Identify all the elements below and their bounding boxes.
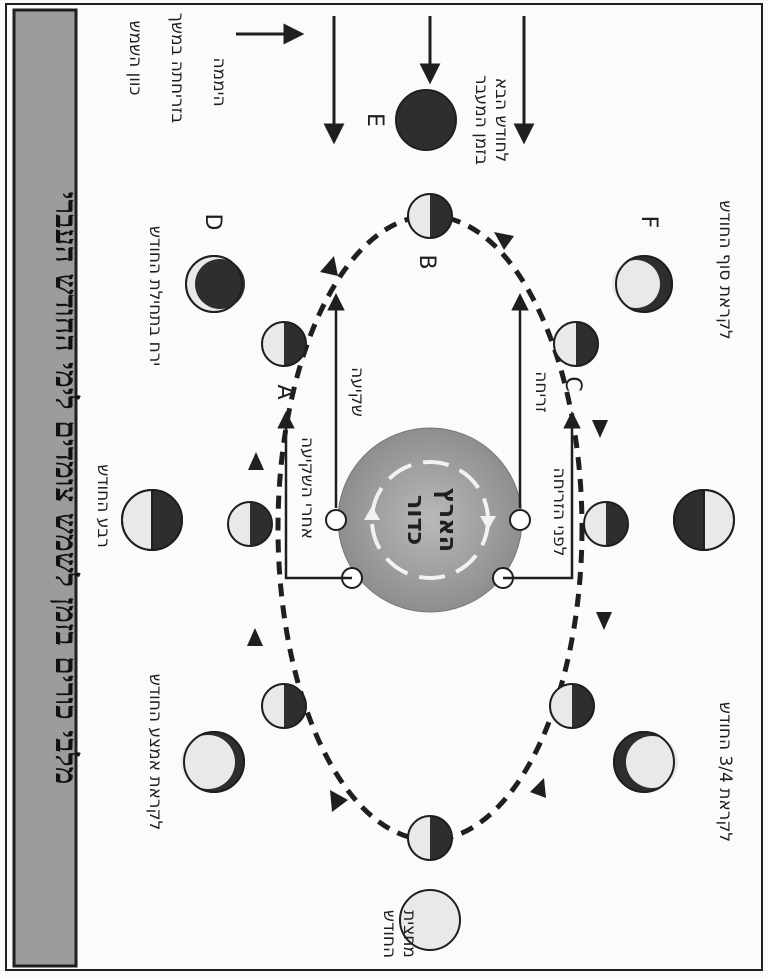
orbit-moon-a: [262, 322, 306, 366]
letter-b: B: [414, 254, 439, 269]
moon-view-e: [396, 90, 456, 150]
label-toward-mid: לקראת אמצע החודש: [145, 674, 165, 830]
earth-label-2: הארץ: [434, 488, 462, 552]
letter-c: C: [560, 376, 585, 391]
label-sunset: שקיעה: [347, 367, 367, 417]
orbit-moon-right-low: [550, 684, 594, 728]
label-sun-direction-2: בזריחתה במשך: [167, 13, 187, 124]
label-month-end: לקראת סוף החודש: [715, 200, 735, 339]
orbit-moon-left-mid: [228, 502, 272, 546]
label-before-sunrise: לפני הזריחה: [549, 468, 569, 557]
letter-a: A: [272, 384, 297, 399]
label-mid-2: החודש: [379, 910, 399, 958]
orbit-arrow-left-2: [247, 628, 263, 646]
label-next-2: לחודש הבא: [491, 78, 511, 162]
orbit-arrow-right-2: [592, 420, 608, 438]
diagram-title: מלבי כורים בזמן לשמש צומדים לימי החודש ה…: [48, 192, 83, 785]
label-mid-1: מחצית: [399, 910, 419, 958]
letter-d: D: [200, 214, 225, 231]
earth-label-1: כדור: [402, 495, 430, 545]
label-month-start: ירח בתחילת החודש: [145, 226, 165, 366]
observer-dot-1: [326, 510, 346, 530]
letter-e: E: [362, 113, 387, 127]
label-sun-direction-3: היממה: [209, 57, 229, 106]
label-sun-direction-1: כוון השמש: [125, 20, 145, 95]
orbit-moon-right-mid: [584, 502, 628, 546]
moon-view-toward-mid: [181, 732, 244, 792]
orbit-arrow-bottom-left: [330, 790, 348, 812]
moon-view-d: [186, 256, 245, 312]
orbit-arrow-top-right: [494, 232, 514, 250]
orbit-arrow-bottom-right: [530, 778, 546, 798]
moon-view-three-quarter-right: [674, 490, 734, 550]
moon-view-f: [612, 256, 672, 312]
earth: כדור הארץ: [326, 428, 530, 612]
letter-f: F: [636, 216, 661, 229]
moon-view-quarter: [122, 490, 182, 550]
label-after-sunset: אחרי השקיעה: [297, 437, 317, 539]
label-quarter: רבע החודש: [93, 464, 113, 548]
orbit-moon-c: [554, 322, 598, 366]
orbit-arrow-right-1: [596, 612, 612, 630]
orbit-moon-left-low: [262, 684, 306, 728]
label-three-quarter: לקראת 3/4 החודש: [715, 702, 735, 842]
orbit-moon-bottom: [408, 816, 452, 860]
orbit-arrow-left-1: [248, 452, 264, 470]
observer-dot-3: [510, 510, 530, 530]
orbit-arrow-top-left: [320, 256, 338, 276]
moon-view-toward-three-quarter: [614, 732, 678, 792]
orbit-moon-b: [408, 194, 452, 238]
label-sunrise: זריחה: [531, 371, 551, 413]
label-next-1: בזמן המעבר: [471, 75, 491, 165]
